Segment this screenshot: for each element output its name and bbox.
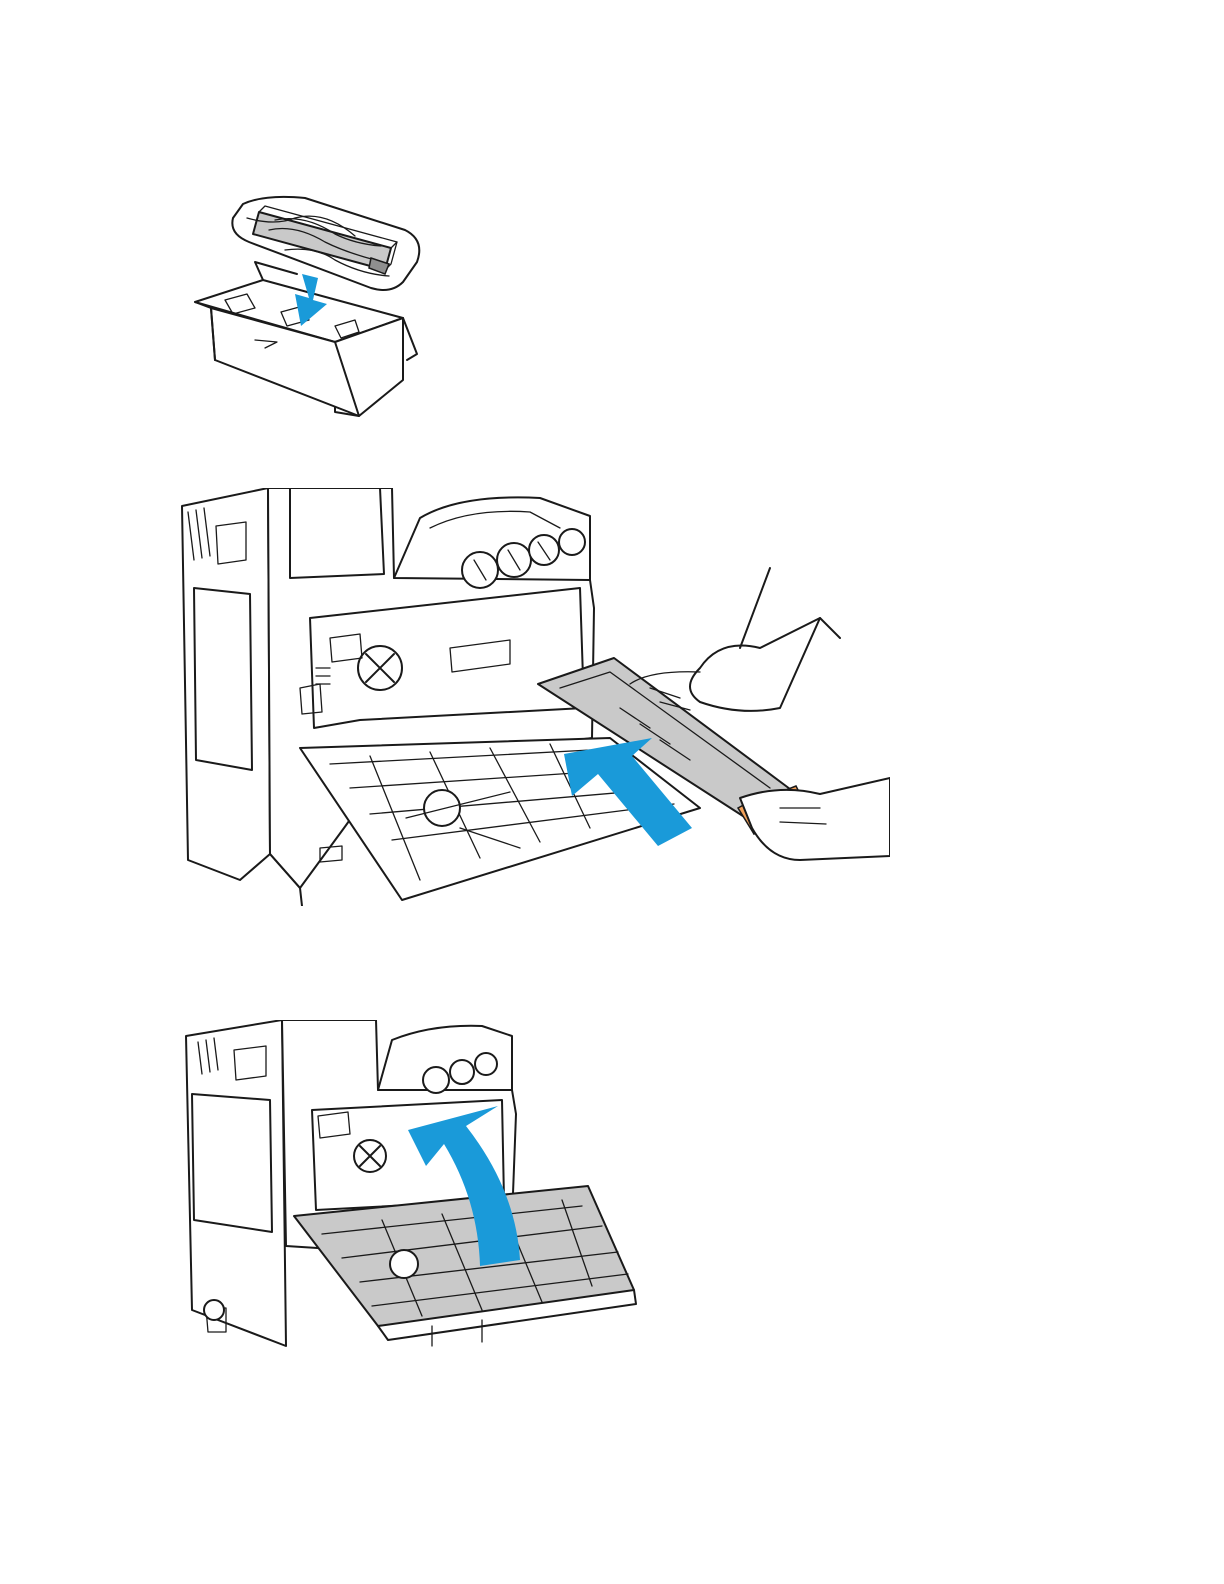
close-door-illustration [182, 1020, 637, 1350]
figure-insert-cartridge [180, 488, 890, 906]
figure-close-door [182, 1020, 637, 1350]
pack-cartridge-illustration [185, 190, 435, 420]
figure-pack-cartridge [185, 190, 435, 420]
insert-cartridge-illustration [180, 488, 890, 906]
